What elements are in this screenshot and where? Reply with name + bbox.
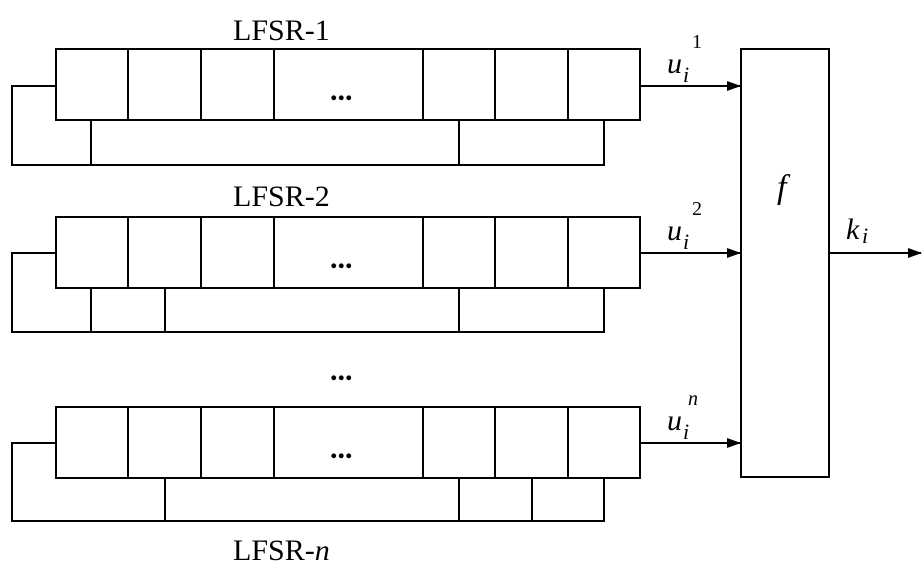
lfsr-2-title: LFSR-2 [233,180,330,213]
lfsr-1-output-label: u i 1 [667,31,702,87]
lfsr-1-register [55,48,641,121]
lfsr-1-cell-ellipsis: ... [330,74,353,107]
lfsr-1-feedback [11,85,605,166]
lfsr-2-output-label: u i 2 [667,198,702,254]
lfsr-2-cell-ellipsis: ... [330,242,353,275]
svg-text:u: u [667,404,682,437]
lfsr-n-register [55,406,641,479]
svg-text:i: i [683,62,689,87]
lfsr-1-title: LFSR-1 [233,14,330,47]
lfsr-n-output-label: u i n [667,388,698,444]
svg-text:u: u [667,214,682,247]
lfsr-1-cell-dividers [127,49,569,120]
svg-text:n: n [688,388,698,410]
lfsr-n: ... u i n LFSR-n [11,388,741,564]
combiner-box [740,48,830,478]
lfsr-n-cell-dividers [127,407,569,478]
lfsr-n-cell-ellipsis: ... [330,432,353,465]
lfsr-2-cell-dividers [127,217,569,288]
combiner-function: f [740,48,830,478]
svg-text:1: 1 [692,31,702,53]
lfsr-2-feedback [11,252,605,333]
lfsr-1: LFSR-1 ... u i 1 [11,14,741,166]
keystream-label: k i [846,213,868,248]
keystream-output: k i [829,213,922,258]
svg-text:2: 2 [692,198,702,220]
lfsr-n-title: LFSR-n [233,534,330,564]
lfsr-2: LFSR-2 ... u i 2 [11,180,741,333]
svg-text:i: i [683,419,689,444]
svg-text:k: k [846,213,860,246]
svg-text:i: i [862,223,868,248]
svg-text:i: i [683,229,689,254]
lfsr-n-feedback [11,442,605,522]
svg-text:u: u [667,47,682,80]
registers-ellipsis: ... [330,354,353,387]
